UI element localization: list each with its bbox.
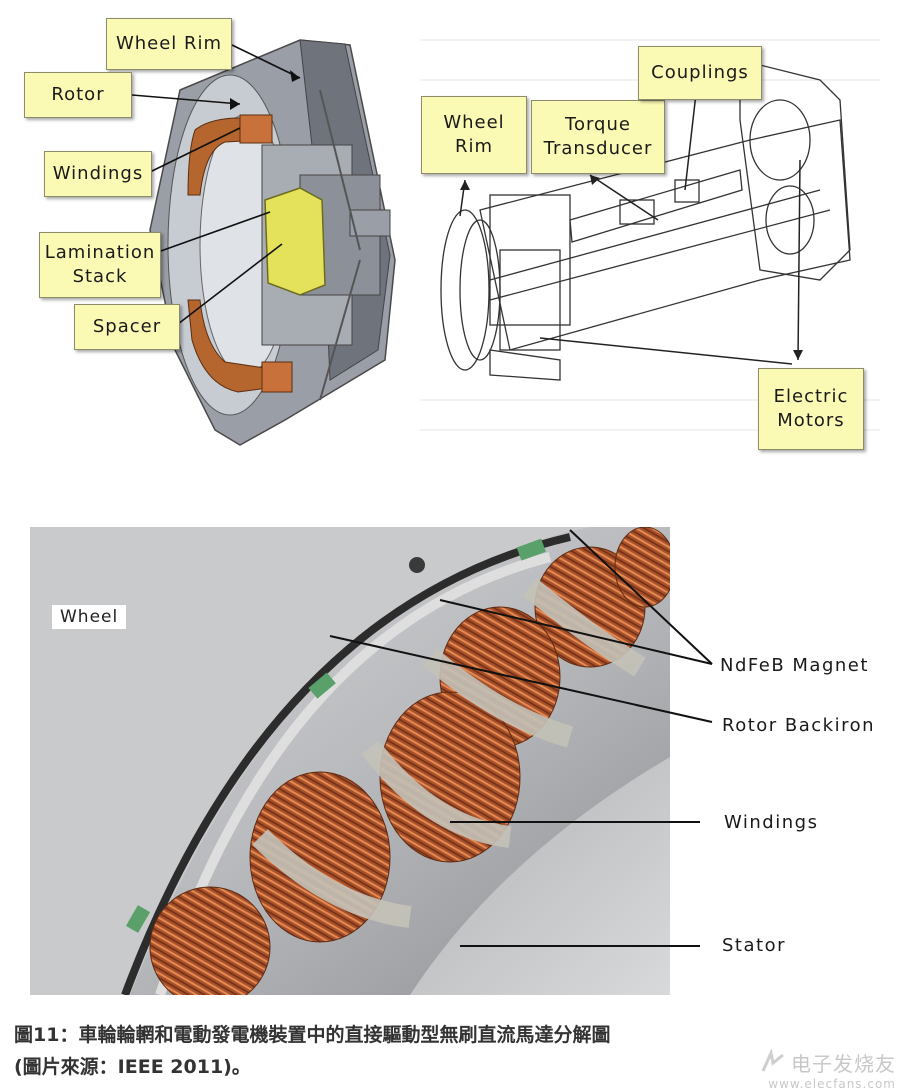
stator-shape — [410, 757, 670, 995]
watermark-url: www.elecfans.com — [768, 1077, 896, 1091]
watermark-text: 电子发烧友 — [791, 1052, 896, 1076]
label-spacer: Spacer — [74, 304, 180, 350]
watermark: 电子发烧友 www.elecfans.com — [759, 1048, 896, 1091]
figure-caption-line1: 圖11：車輪輪輞和電動發電機裝置中的直接驅動型無刷直流馬達分解圖 — [14, 1024, 611, 1046]
motor-photo — [30, 527, 670, 995]
label-couplings: Couplings — [638, 46, 762, 100]
photo-label-windings: Windings — [724, 812, 819, 833]
wheel-motor-cutaway-drawing — [131, 39, 396, 446]
label-rotor: Rotor — [24, 72, 132, 118]
label-torque-transducer: Torque Transducer — [531, 100, 665, 174]
figure-caption-line2: (圖片來源：IEEE 2011)。 — [14, 1056, 251, 1078]
label-wheel-rim-right: Wheel Rim — [421, 96, 527, 174]
watermark-logo-icon — [761, 1048, 784, 1072]
photo-label-ndfeb-magnet: NdFeB Magnet — [720, 655, 869, 676]
photo-label-stator: Stator — [722, 935, 786, 956]
wheel-rim-arc — [30, 527, 590, 995]
label-electric-motors: Electric Motors — [758, 368, 864, 450]
label-wheel-rim-left: Wheel Rim — [106, 18, 232, 70]
photo-label-rotor-backiron: Rotor Backiron — [722, 715, 876, 736]
copper-winding-lower — [187, 299, 269, 393]
label-lamination-stack: Lamination Stack — [39, 232, 161, 298]
label-windings-left: Windings — [44, 151, 152, 197]
photo-label-wheel: Wheel — [52, 605, 127, 629]
spacer-shape — [264, 187, 326, 296]
